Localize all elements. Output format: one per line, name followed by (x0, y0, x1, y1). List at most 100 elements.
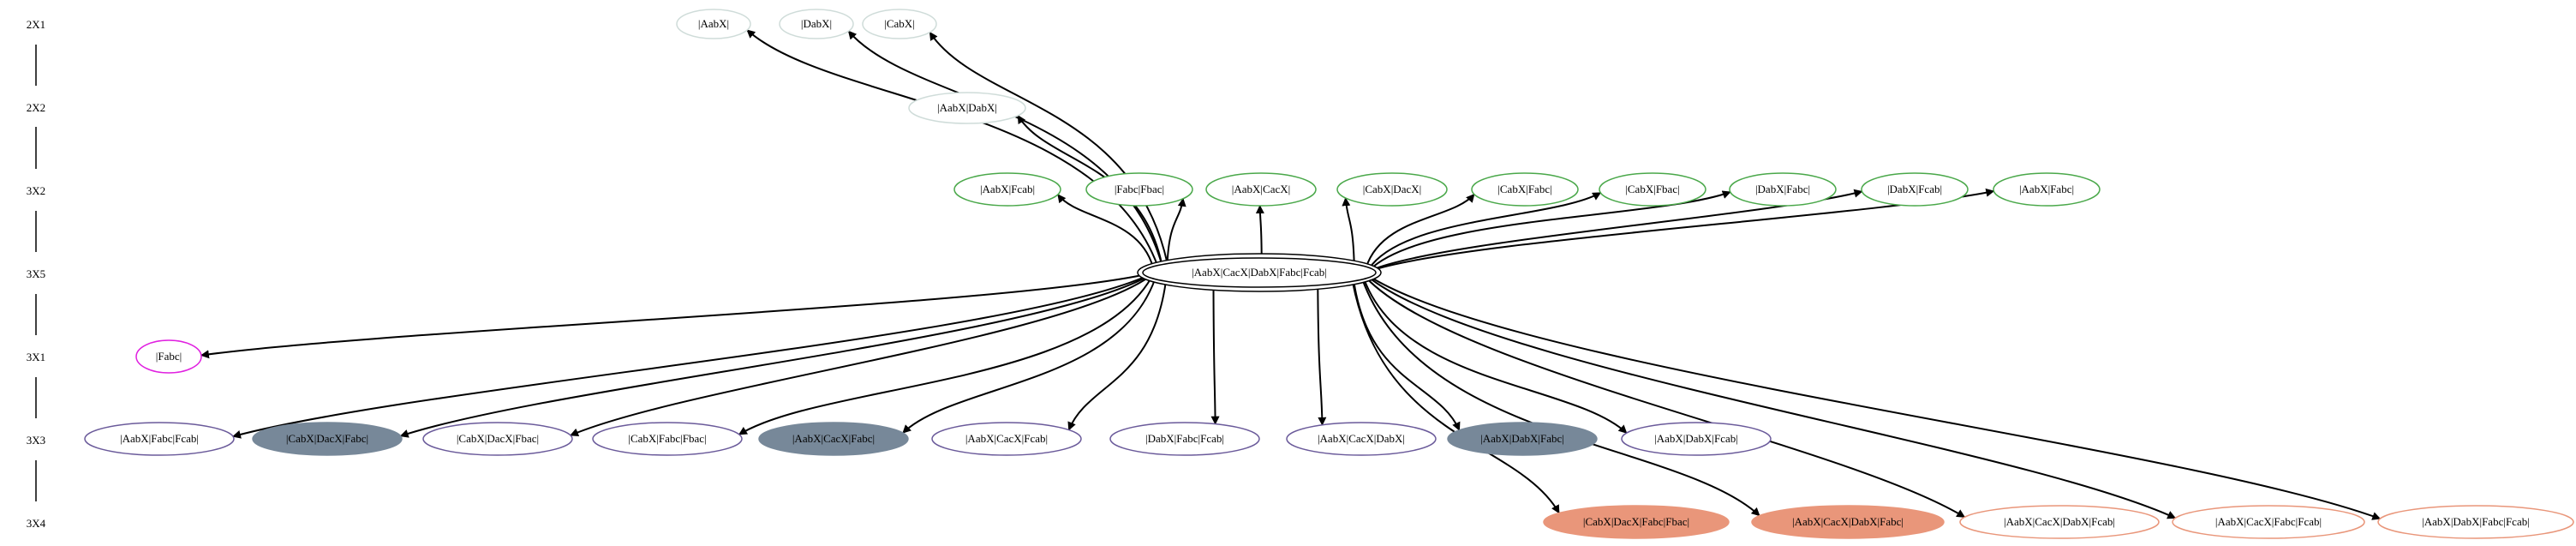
graph-node[interactable]: |Fabc| (135, 339, 202, 374)
node-label: |AabX|CacX|DabX|Fcab| (2004, 515, 2115, 528)
edge-arrow (738, 277, 1153, 435)
edge-arrow (1361, 279, 1760, 517)
edge-arrow (1368, 275, 2382, 520)
node-label: |AabX|DabX| (937, 101, 997, 114)
node-label: |CabX|Fabc| (1497, 183, 1551, 195)
node-ellipse (1751, 505, 1945, 539)
edge-arrow (200, 273, 1148, 359)
edge-arrow (1369, 190, 1731, 271)
edge-arrow (1166, 197, 1186, 263)
edge-arrow (902, 279, 1157, 434)
edge-arrow (1255, 205, 1264, 255)
node-label: |AabX|DabX|Fabc|Fcab| (2422, 515, 2530, 528)
graph-node[interactable]: |AabX|Fabc| (1993, 172, 2101, 207)
node-label: |AabX|CacX|DabX|Fabc| (1792, 515, 1904, 528)
graph-node[interactable]: |DabX|Fcab| (1861, 172, 1969, 207)
node-label: |CabX|Fabc|Fbac| (628, 432, 706, 445)
graph-node[interactable]: |AabX|Fabc|Fcab| (84, 422, 235, 456)
edge-arrow (1367, 192, 1602, 270)
edge-group (200, 29, 2382, 520)
graph-node[interactable]: |AabX|DabX|Fabc| (1447, 422, 1598, 456)
graph-node[interactable]: |CabX|DacX|Fabc| (252, 422, 403, 456)
graph-node[interactable]: |AabX|DabX|Fabc|Fcab| (2377, 505, 2574, 539)
node-label: |AabX|Fabc| (2019, 183, 2074, 195)
node-label: |DabX| (801, 17, 832, 30)
node-ellipse (592, 422, 743, 456)
graph-node[interactable]: |AabX|CacX|DabX|Fabc| (1751, 505, 1945, 539)
graph-node[interactable]: |AabX|DabX| (908, 92, 1026, 124)
graph-node[interactable]: |CabX|DacX| (1336, 172, 1448, 207)
graph-node[interactable]: |CabX|Fbac| (1599, 172, 1706, 207)
edge-arrow (1365, 193, 1475, 268)
node-ellipse (758, 422, 909, 456)
graph-node[interactable]: |DabX|Fabc|Fcab| (1109, 422, 1260, 456)
graph-node[interactable]: |CabX|Fabc|Fbac| (592, 422, 743, 456)
node-ellipse (1729, 172, 1837, 207)
node-label: |CabX|Fbac| (1625, 183, 1679, 195)
node-label: |CabX|DacX|Fabc|Fbac| (1583, 515, 1689, 528)
edge-arrow (1057, 194, 1154, 267)
edge-arrow (1365, 277, 1966, 519)
node-ellipse (252, 422, 403, 456)
node-ellipse (779, 9, 854, 39)
edge-arrow (1210, 288, 1220, 425)
node-ellipse (953, 172, 1061, 207)
edge-arrow (929, 31, 1168, 263)
node-ellipse (135, 339, 202, 374)
graph-node[interactable]: |AabX|Fcab| (953, 172, 1061, 207)
edge-arrow (1317, 287, 1327, 426)
node-ellipse (908, 92, 1026, 124)
node-ellipse (2172, 505, 2365, 539)
edge-arrow (232, 274, 1150, 439)
graph-node[interactable]: |AabX| (676, 9, 751, 39)
node-label: |CabX|DacX|Fbac| (457, 432, 539, 445)
edge-arrow (1363, 278, 1628, 434)
node-ellipse (1109, 422, 1260, 456)
node-label: |AabX|Fcab| (980, 183, 1035, 195)
rank-label: 3X5 (27, 267, 45, 280)
rank-label: 3X1 (27, 351, 45, 363)
node-ellipse (1599, 172, 1706, 207)
graph-node[interactable]: |Fabc|Fbac| (1085, 172, 1193, 207)
node-label: |DabX|Fabc|Fcab| (1145, 432, 1224, 445)
node-label: |AabX|CacX|Fabc| (792, 432, 875, 445)
graph-node[interactable]: |AabX|CacX| (1205, 172, 1317, 207)
graph-node[interactable]: |CabX|DacX|Fbac| (422, 422, 573, 456)
node-label: |AabX| (698, 17, 729, 30)
graph-node[interactable]: |AabX|CacX|Fabc|Fcab| (2172, 505, 2365, 539)
rank-label: 2X2 (27, 101, 45, 114)
edge-arrow (1353, 281, 1461, 431)
edge-arrow (1352, 282, 1560, 514)
graph-node[interactable]: |AabX|CacX|DabX| (1286, 422, 1437, 456)
graph-node[interactable]: |AabX|DabX|Fcab| (1621, 422, 1772, 456)
center-node[interactable]: |AabX|CacX|DabX|Fabc|Fcab| (1137, 253, 1382, 292)
graph-node[interactable]: |CabX| (862, 9, 937, 39)
graph-node[interactable]: |DabX| (779, 9, 854, 39)
edge-arrow (1067, 281, 1167, 431)
edge-arrow (399, 274, 1150, 438)
rank-label: 3X2 (27, 184, 45, 197)
node-label: |AabX|DabX|Fabc| (1480, 432, 1564, 445)
node-ellipse (676, 9, 751, 39)
graph-node[interactable]: |AabX|CacX|DabX|Fcab| (1959, 505, 2160, 539)
center-node-label: |AabX|CacX|DabX|Fabc|Fcab| (1192, 266, 1327, 279)
node-label: |AabX|CacX|DabX| (1318, 432, 1405, 445)
graph-node[interactable]: |AabX|CacX|Fcab| (931, 422, 1082, 456)
graph-node[interactable]: |CabX|DacX|Fabc|Fbac| (1543, 505, 1730, 539)
rank-label: 3X4 (27, 517, 46, 530)
node-label: |AabX|CacX|Fcab| (965, 432, 1048, 445)
node-label: |CabX|DacX| (1363, 183, 1421, 195)
edge-arrow (570, 275, 1151, 437)
node-label: |CabX| (884, 17, 915, 30)
graph-node[interactable]: |DabX|Fabc| (1729, 172, 1837, 207)
node-ellipse (1621, 422, 1772, 456)
node-ellipse (1336, 172, 1448, 207)
node-ellipse (1205, 172, 1317, 207)
node-ellipse (1471, 172, 1579, 207)
node-label: |AabX|DabX|Fcab| (1654, 432, 1738, 445)
node-label: |AabX|CacX|Fabc|Fcab| (2215, 515, 2322, 528)
graph-node[interactable]: |AabX|CacX|Fabc| (758, 422, 909, 456)
graph-node[interactable]: |CabX|Fabc| (1471, 172, 1579, 207)
node-label: |Fabc|Fbac| (1115, 183, 1164, 195)
